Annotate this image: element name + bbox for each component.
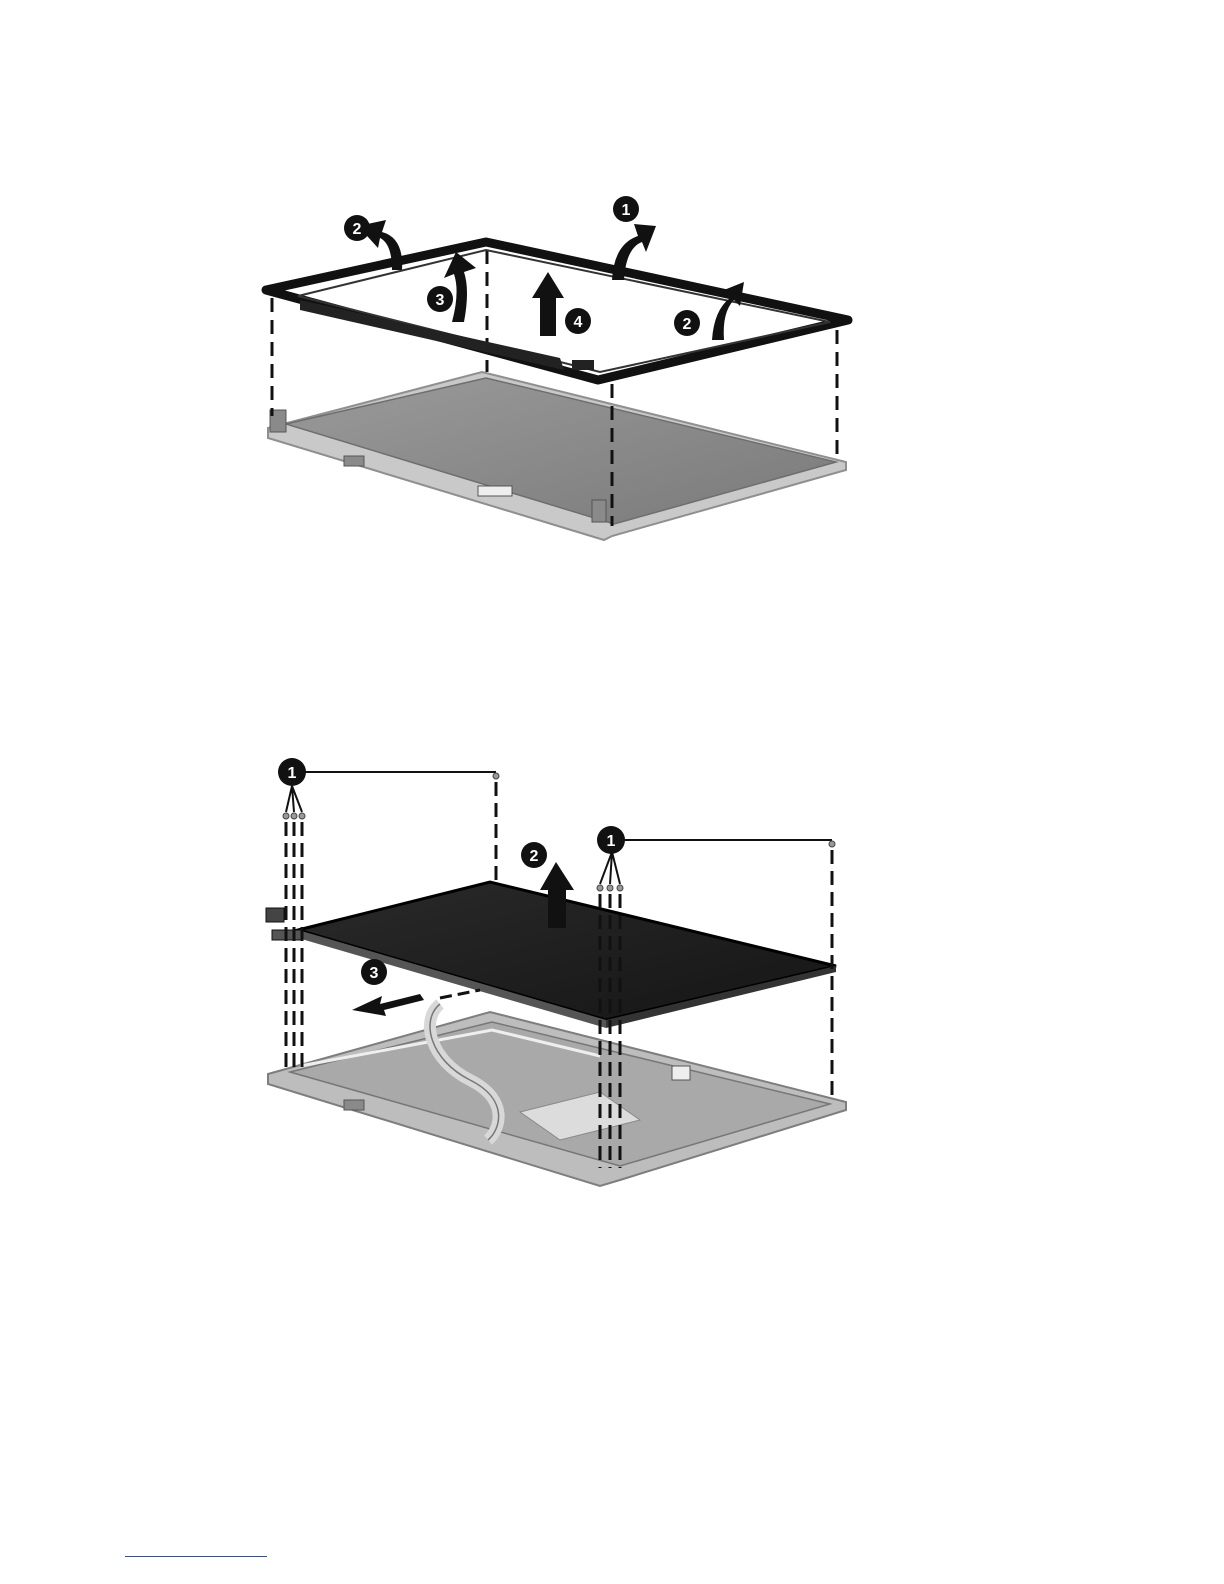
callout-1-left: 1	[278, 758, 306, 786]
callout-3: 3	[361, 959, 387, 985]
screw-icon	[291, 813, 297, 819]
screw-icon	[299, 813, 305, 819]
left-arrow-icon	[352, 994, 424, 1016]
callout-2: 2	[521, 842, 547, 868]
screw-icon	[607, 885, 613, 891]
screw-icon	[283, 813, 289, 819]
screw-icon	[493, 773, 499, 779]
callout-number: 3	[370, 965, 379, 982]
callout-number: 1	[288, 765, 297, 782]
screw-icon	[597, 885, 603, 891]
callout-number: 2	[530, 848, 539, 865]
screw-icon	[617, 885, 623, 891]
footnote-rule	[125, 1556, 267, 1557]
screw-icon	[829, 841, 835, 847]
callout-1-right: 1	[597, 826, 625, 854]
callout-number: 1	[607, 833, 616, 850]
display-enclosure	[268, 1012, 846, 1186]
